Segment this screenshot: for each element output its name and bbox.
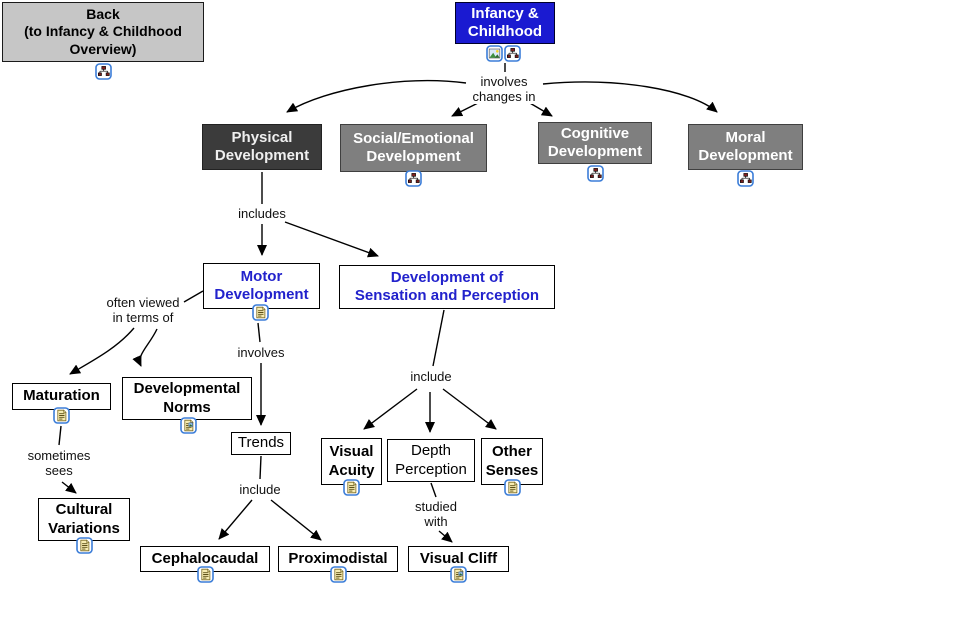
node-physical-development[interactable]: Physical Development bbox=[202, 124, 322, 170]
edge-label-include-trends: include bbox=[237, 482, 283, 497]
edge-label-involves-changes-in: involves changes in bbox=[470, 74, 538, 104]
edge-label-include-senses: include bbox=[408, 369, 454, 384]
node-developmental-norms[interactable]: Developmental Norms bbox=[122, 377, 252, 420]
node-cephalocaudal[interactable]: Cephalocaudal bbox=[140, 546, 270, 572]
node-proximodistal[interactable]: Proximodistal bbox=[278, 546, 398, 572]
node-cognitive-development[interactable]: Cognitive Development bbox=[538, 122, 652, 164]
concept-map-icon[interactable] bbox=[504, 45, 521, 62]
edge-label-often-viewed: often viewed in terms of bbox=[104, 295, 182, 325]
edge-label-sometimes-sees: sometimes sees bbox=[25, 448, 93, 478]
node-infancy-childhood[interactable]: Infancy & Childhood bbox=[455, 2, 555, 44]
edge-label-involves: involves bbox=[235, 345, 287, 360]
document-icon[interactable] bbox=[53, 407, 70, 424]
node-visual-acuity[interactable]: Visual Acuity bbox=[321, 438, 382, 485]
concept-map-icon[interactable] bbox=[587, 165, 604, 182]
edge-label-includes: includes bbox=[236, 206, 288, 221]
node-cultural-variations[interactable]: Cultural Variations bbox=[38, 498, 130, 541]
node-moral-development[interactable]: Moral Development bbox=[688, 124, 803, 170]
back-button[interactable]: Back (to Infancy & Childhood Overview) bbox=[2, 2, 204, 62]
document-image-icon[interactable] bbox=[450, 566, 467, 583]
document-icon[interactable] bbox=[330, 566, 347, 583]
document-image-icon[interactable] bbox=[180, 417, 197, 434]
node-motor-development[interactable]: Motor Development bbox=[203, 263, 320, 309]
document-icon[interactable] bbox=[504, 479, 521, 496]
concept-map-icon[interactable] bbox=[95, 63, 112, 80]
node-trends[interactable]: Trends bbox=[231, 432, 291, 455]
node-other-senses[interactable]: Other Senses bbox=[481, 438, 543, 485]
node-depth-perception[interactable]: Depth Perception bbox=[387, 439, 475, 482]
document-icon[interactable] bbox=[343, 479, 360, 496]
concept-map-icon[interactable] bbox=[737, 170, 754, 187]
node-social-emotional-development[interactable]: Social/Emotional Development bbox=[340, 124, 487, 172]
document-icon[interactable] bbox=[197, 566, 214, 583]
node-development-sensation-perception[interactable]: Development of Sensation and Perception bbox=[339, 265, 555, 309]
edge-label-studied-with: studied with bbox=[413, 499, 459, 529]
node-maturation[interactable]: Maturation bbox=[12, 383, 111, 410]
document-icon[interactable] bbox=[252, 304, 269, 321]
document-icon[interactable] bbox=[76, 537, 93, 554]
picture-icon[interactable] bbox=[486, 45, 503, 62]
concept-map-icon[interactable] bbox=[405, 170, 422, 187]
